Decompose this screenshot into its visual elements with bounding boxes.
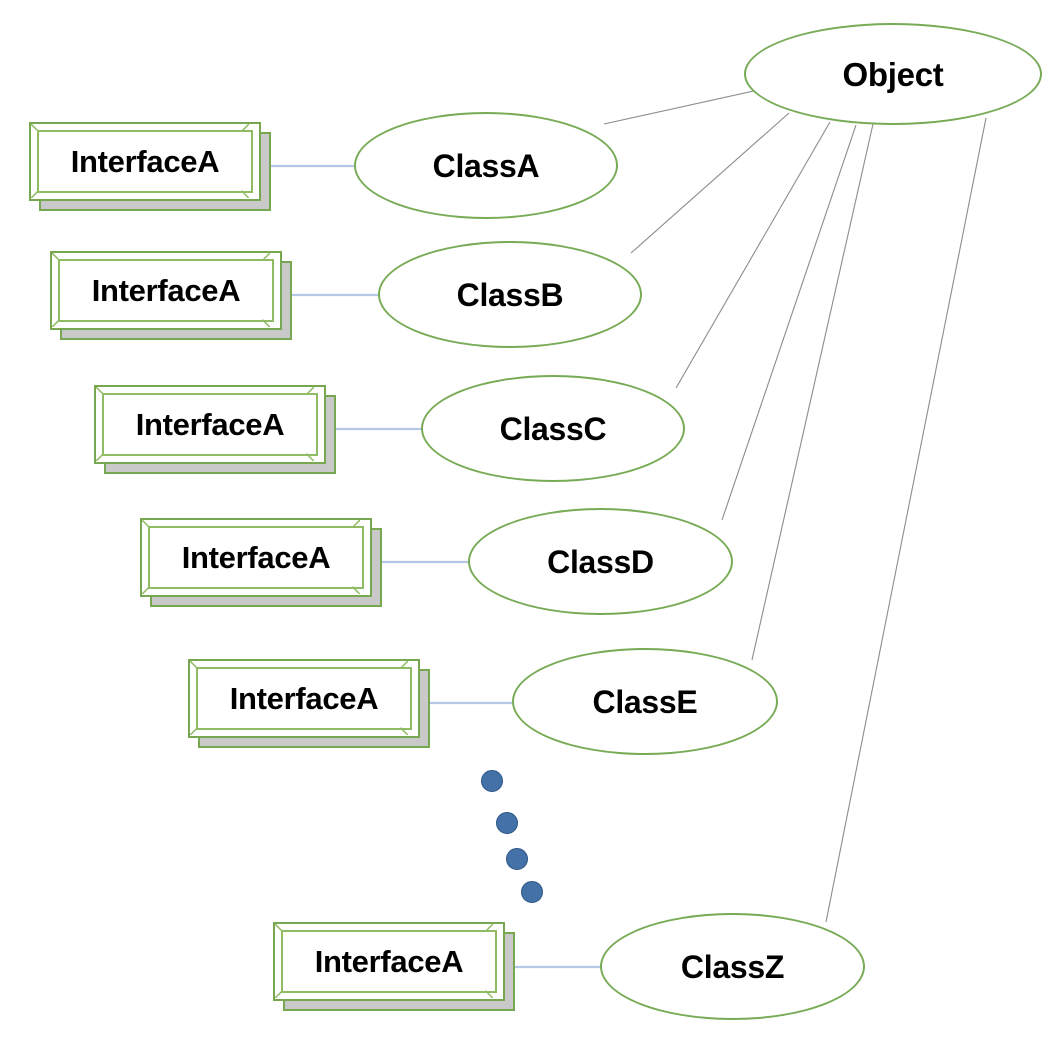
inheritance-link-classa xyxy=(603,86,773,125)
interface-box-face: InterfaceA xyxy=(29,122,261,201)
class-node-classc[interactable]: ClassC xyxy=(421,375,685,482)
class-label: ClassE xyxy=(592,683,698,720)
inheritance-link-classc xyxy=(675,121,831,389)
inheritance-link-classb xyxy=(630,112,790,254)
interface-box-classd[interactable]: InterfaceA xyxy=(140,518,382,607)
interface-label: InterfaceA xyxy=(229,681,379,716)
ellipsis-dot-3 xyxy=(506,848,528,870)
interface-label: InterfaceA xyxy=(181,540,331,575)
class-node-object[interactable]: Object xyxy=(744,23,1042,125)
interface-box-classa[interactable]: InterfaceA xyxy=(29,122,271,211)
interface-box-face: InterfaceA xyxy=(140,518,372,597)
class-label: ClassB xyxy=(456,276,564,313)
interface-box-classc[interactable]: InterfaceA xyxy=(94,385,336,474)
interface-box-inner-frame: InterfaceA xyxy=(102,393,318,456)
inheritance-link-classe xyxy=(751,123,874,661)
class-node-classz[interactable]: ClassZ xyxy=(600,913,865,1020)
interface-box-face: InterfaceA xyxy=(50,251,282,330)
interface-box-classz[interactable]: InterfaceA xyxy=(273,922,515,1011)
interface-box-inner-frame: InterfaceA xyxy=(58,259,274,322)
ellipsis-dot-2 xyxy=(496,812,518,834)
inheritance-link-classd xyxy=(721,124,857,521)
interface-box-face: InterfaceA xyxy=(188,659,420,738)
interface-box-inner-frame: InterfaceA xyxy=(37,130,253,193)
class-label: ClassZ xyxy=(680,948,785,985)
interface-box-face: InterfaceA xyxy=(94,385,326,464)
class-label: Object xyxy=(842,55,944,93)
interface-box-face: InterfaceA xyxy=(273,922,505,1001)
interface-label: InterfaceA xyxy=(135,407,285,442)
interface-box-classe[interactable]: InterfaceA xyxy=(188,659,430,748)
interface-label: InterfaceA xyxy=(91,273,241,308)
class-label: ClassA xyxy=(432,147,540,184)
interface-label: InterfaceA xyxy=(70,144,220,179)
interface-label: InterfaceA xyxy=(314,944,464,979)
inheritance-link-classz xyxy=(825,117,987,923)
interface-box-inner-frame: InterfaceA xyxy=(281,930,497,993)
class-label: ClassD xyxy=(547,543,654,580)
interface-box-inner-frame: InterfaceA xyxy=(148,526,364,589)
class-node-classa[interactable]: ClassA xyxy=(354,112,618,219)
interface-box-inner-frame: InterfaceA xyxy=(196,667,412,730)
class-node-classb[interactable]: ClassB xyxy=(378,241,642,348)
class-node-classd[interactable]: ClassD xyxy=(468,508,733,615)
ellipsis-dot-4 xyxy=(521,881,543,903)
interface-box-classb[interactable]: InterfaceA xyxy=(50,251,292,340)
class-label: ClassC xyxy=(499,410,607,447)
class-node-classe[interactable]: ClassE xyxy=(512,648,778,755)
ellipsis-dot-1 xyxy=(481,770,503,792)
